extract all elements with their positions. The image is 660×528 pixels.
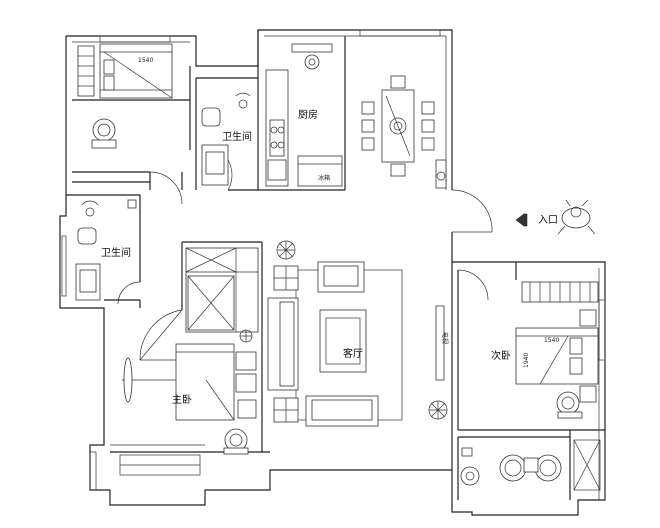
tv-label: 电视 (441, 332, 449, 344)
entrance-marker (515, 213, 528, 227)
living-room-furniture: 电视 (267, 261, 449, 427)
entrance-figure-icon (557, 199, 596, 235)
balcony-furniture (460, 439, 601, 491)
doors (117, 159, 493, 361)
bed-dimension-label: 1540 (544, 337, 559, 344)
room-label-bath-top: 卫生间 (222, 130, 252, 143)
room-label-master: 主卧 (172, 393, 192, 406)
room-label-kitchen: 厨房 (298, 108, 318, 121)
dining-furniture (361, 75, 447, 189)
fridge-label: 冰箱 (318, 174, 330, 182)
bed-dimension-label: 1540 (138, 57, 153, 64)
left-bath-fixtures (75, 199, 137, 301)
second-bedroom-furniture: 1540 1940 (515, 281, 599, 419)
plant-icon (239, 329, 253, 343)
bed-dimension-label: 1940 (523, 353, 530, 368)
plant-icon (276, 240, 296, 260)
room-label-bath-left: 卫生间 (101, 246, 131, 259)
master-bedroom-furniture (122, 247, 259, 455)
interior-walls (66, 30, 605, 500)
room-label-living: 客厅 (343, 347, 363, 360)
entrance-label: 入口 (538, 215, 558, 226)
windows (61, 29, 606, 491)
kitchen-furniture: 冰箱 (265, 43, 343, 187)
top-left-bedroom-furniture: 1540 (77, 43, 173, 149)
top-bath-fixtures (201, 92, 251, 186)
plant-icon (428, 400, 448, 420)
room-label-second: 次卧 (491, 349, 511, 362)
